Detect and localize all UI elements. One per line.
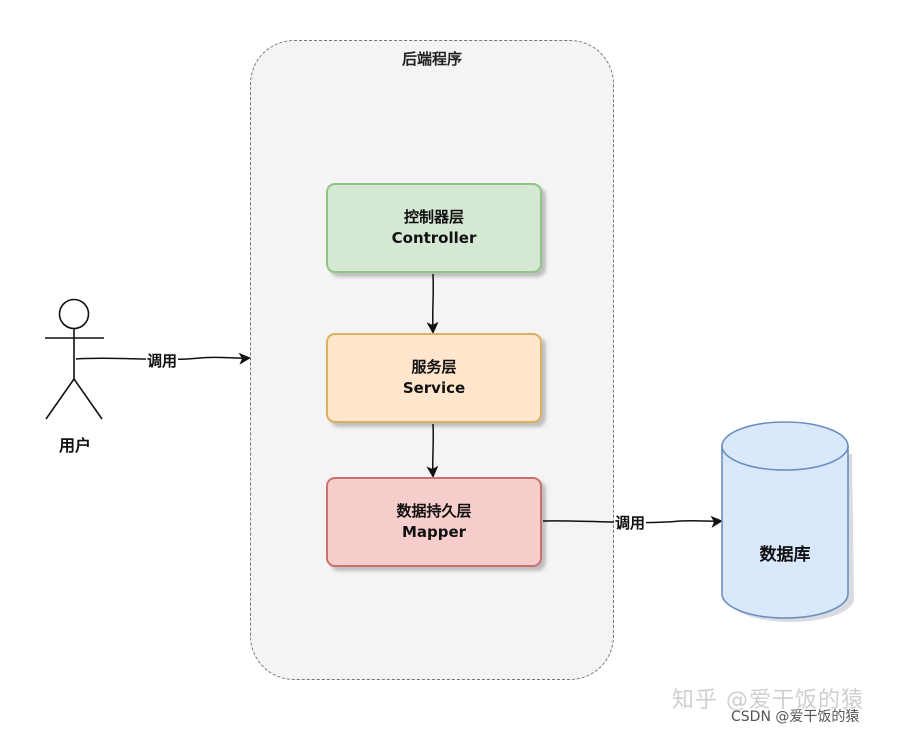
service-name-cn: 服务层 — [411, 358, 457, 376]
edge-service-mapper — [426, 423, 439, 478]
edge-mapper-database — [542, 515, 723, 528]
mapper-name-en: Mapper — [401, 523, 467, 541]
database-label: 数据库 — [759, 545, 811, 565]
edge-label-db-call: 调用 — [614, 514, 647, 532]
mapper-name-cn: 数据持久层 — [396, 502, 472, 520]
service-name-en: Service — [402, 379, 466, 397]
mapper-layer: 数据持久层 Mapper — [326, 477, 542, 567]
container-title: 后端程序 — [401, 50, 462, 68]
user-icon — [45, 298, 104, 420]
edge-user-backend — [75, 352, 251, 365]
zhihu-watermark: 知乎 @爱干饭的猿 — [672, 688, 864, 713]
service-layer: 服务层 Service — [326, 333, 542, 423]
controller-layer: 控制器层 Controller — [326, 183, 542, 273]
edge-label-user-call: 调用 — [146, 352, 179, 370]
edge-controller-service — [426, 273, 439, 334]
csdn-watermark: CSDN @爱干饭的猿 — [731, 709, 860, 725]
database-icon — [721, 421, 854, 623]
user-label: 用户 — [58, 436, 91, 455]
controller-name-en: Controller — [391, 229, 477, 247]
controller-name-cn: 控制器层 — [403, 208, 464, 226]
